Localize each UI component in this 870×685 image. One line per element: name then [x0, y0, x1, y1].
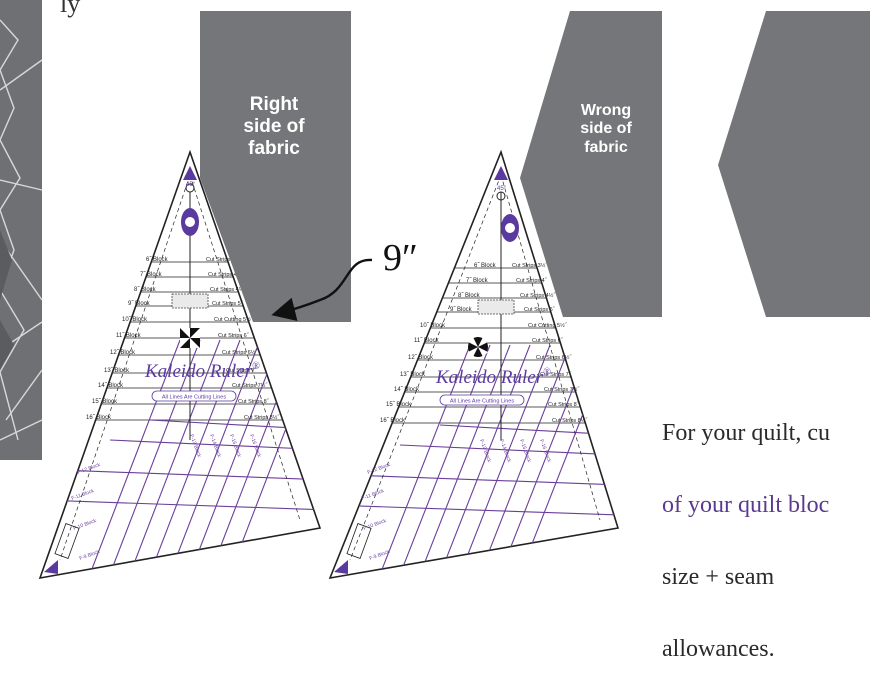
ruler-angle-label: 45° — [497, 186, 507, 192]
ruler-strip-label: Cut Strips 4½˝ — [520, 292, 556, 299]
note-line: of your quilt bloc — [662, 492, 830, 518]
ruler-block-label: 10˝ Block — [122, 317, 148, 323]
note-line: allowances. — [662, 636, 775, 662]
ruler-strip-label: Cut Cutting 5½˝ — [528, 322, 568, 329]
ruler-strip-label: Cut Strips 4˝ — [208, 272, 240, 278]
ruler-brand: Kaleido Ruler® — [144, 361, 260, 382]
ruler-outline — [328, 149, 620, 580]
fabric-cut-piece — [718, 11, 870, 317]
quilt-panel-left — [0, 0, 43, 460]
ruler-strip-label: Cut Strips 7˝ — [540, 372, 572, 378]
ruler-strip-label: Cut Strips 3½˝ — [206, 256, 242, 263]
ruler-block-label: 12˝ Block — [408, 355, 434, 361]
ruler-block-label: 6˝ Block — [474, 263, 497, 269]
instruction-note: For your quilt, cu of your quilt bloc si… — [662, 373, 870, 685]
ruler-strip-label: Cut Strips 7˝ — [226, 368, 258, 374]
ruler-strip-label: Cut Strips 6½˝ — [222, 349, 258, 356]
kaleido-ruler-right: 45° 6˝ Block 7˝ Block 8˝ Block 9˝ Block … — [328, 149, 620, 580]
note-line: For your quilt, cu — [662, 420, 830, 446]
ruler-block-label: 7˝ Block — [140, 272, 163, 278]
top-text-fragment: ly — [60, 0, 80, 18]
ruler-strip-label: Cut Strips 5˝ — [524, 307, 556, 313]
ruler-banner-text: All Lines Are Cutting Lines — [450, 399, 514, 405]
kaleido-diagram: ly — [0, 0, 870, 580]
ruler-top-triangle — [494, 166, 508, 180]
ruler-hole — [185, 183, 195, 193]
ruler-corner-box — [346, 523, 372, 559]
ruler-block-label: 10˝ Block — [420, 323, 446, 329]
ruler-strip-label: Cut Strips 6˝ — [532, 338, 564, 344]
ruler-strip-label: Cut Strips 3½˝ — [512, 262, 548, 269]
ruler-angle-label: 45° — [186, 182, 196, 188]
ruler-strip-label: Cut Strips 5˝ — [212, 301, 244, 307]
dimension-arrow — [271, 258, 373, 321]
ruler-strip-label: Cut Strips 7½˝ — [544, 386, 580, 393]
ruler-block-label: 9˝ Block — [450, 307, 473, 313]
ruler-strip-label: Cut Strips 6½˝ — [536, 354, 572, 361]
ruler-block-label: 12˝ Block — [110, 350, 136, 356]
ruler-block-label: 16˝ Block — [380, 418, 406, 424]
ruler-banner — [151, 390, 237, 402]
ruler-block-label: 13˝ Block — [400, 372, 426, 378]
ruler-banner — [439, 394, 525, 406]
ruler-dashed-guides — [59, 174, 301, 561]
ruler-strip-label: Cut Strips 7½˝ — [232, 382, 268, 389]
ruler-block-label: 14˝ Block — [394, 387, 420, 393]
note-line: size + seam — [662, 564, 775, 590]
dimension-label: 9″ — [383, 237, 418, 279]
ruler-block-label: 8˝ Block — [134, 287, 157, 293]
ruler-block-label: 8˝ Block — [458, 293, 481, 299]
fabric-rectangle-right-side — [200, 11, 351, 322]
ruler-top-triangle — [183, 166, 197, 180]
ruler-strip-label: Cut Strips 8½˝ — [552, 417, 588, 424]
ruler-block-label: 7˝ Block — [466, 278, 489, 284]
ruler-block-label: 15˝ Block — [92, 399, 118, 405]
ruler-block-label: 13˝ Block — [104, 368, 130, 374]
ruler-hole — [496, 191, 506, 201]
ruler-grip-pad — [171, 293, 209, 309]
fabric-right-side-label: Right side of fabric — [243, 94, 305, 159]
ruler-block-label: 15˝ Block — [386, 402, 412, 408]
ruler-block-label: 6˝ Block — [146, 257, 169, 263]
ruler-banner-text: All Lines Are Cutting Lines — [162, 395, 226, 401]
ruler-strip-label: Cut Strips 8˝ — [238, 399, 270, 405]
ruler-strip-label: Cut Strips 8½˝ — [244, 414, 280, 421]
ruler-brand: Kaleido Ruler® — [435, 367, 551, 388]
ruler-block-label: 16˝ Block — [86, 415, 112, 421]
ruler-strip-label: Cut Cutting 5½˝ — [214, 316, 254, 323]
ruler-strip-label: Cut Strips 6˝ — [218, 333, 250, 339]
ruler-grip-pad — [477, 299, 515, 315]
fabric-wrong-side-label: Wrong side of fabric — [580, 102, 632, 156]
ruler-block-label: 11˝ Block — [116, 333, 142, 339]
ruler-corner-triangle — [44, 560, 58, 574]
ruler-corner-box — [54, 523, 80, 559]
ruler-block-label: 9˝ Block — [128, 301, 151, 307]
ruler-block-label: 11˝ Block — [414, 338, 440, 344]
ruler-strip-label: Cut Strips 4½˝ — [210, 286, 246, 293]
ruler-corner-triangle — [334, 560, 348, 574]
ruler-strip-label: Cut Strips 8˝ — [548, 402, 580, 408]
fabric-rectangle-wrong-side — [520, 11, 662, 317]
ruler-strip-label: Cut Strips 4˝ — [516, 278, 548, 284]
ruler-block-label: 14˝ Block — [98, 383, 124, 389]
